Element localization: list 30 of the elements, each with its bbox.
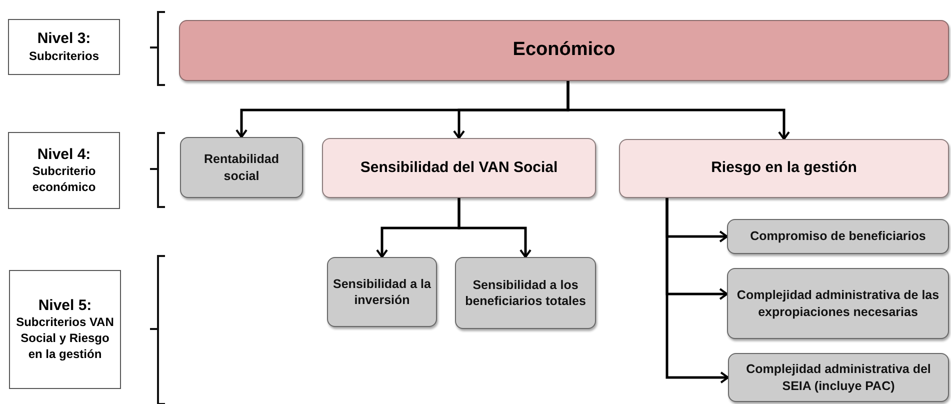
level-description: Subcriterio económico (31, 164, 97, 196)
arrow (458, 198, 532, 258)
criterion-label: Sensibilidad a los beneficiarios totales (464, 276, 587, 310)
level-description: Subcriterios (28, 48, 100, 64)
criterion-box (327, 257, 437, 327)
criterion-box (728, 353, 949, 402)
criterion-label: Sensibilidad del VAN Social (360, 158, 558, 178)
criterion-box (180, 137, 303, 198)
arrow (666, 198, 729, 384)
criterion-label: Económico (512, 38, 616, 62)
criterion-box (322, 138, 596, 198)
criterion-label: Sensibilidad a la inversión (332, 276, 432, 308)
level-description: Subcriterios VAN Social y Riesgo en la gestión (15, 315, 115, 362)
level-heading: Nivel 3: (37, 30, 91, 49)
criterion-box (727, 219, 949, 254)
arrow (566, 81, 790, 140)
criterion-box (619, 139, 949, 198)
criterion-label: Rentabilidad social (202, 151, 280, 184)
criterion-label: Complejidad administrativa de las expropiaciones necesarias (736, 287, 940, 320)
criterion-box (179, 20, 949, 81)
criterion-box (727, 268, 949, 339)
level-heading: Nivel 4: (37, 146, 91, 164)
level-box (9, 270, 121, 389)
level-box (8, 19, 120, 75)
criterion-label: Complejidad administrativa del SEIA (incluye PAC) (745, 361, 932, 394)
level-heading: Nivel 5: (38, 296, 92, 316)
criterion-box (455, 257, 596, 329)
criterion-label: Riesgo en la gestión (711, 158, 857, 178)
criterion-label: Compromiso de beneficiarios (750, 228, 926, 245)
level-box (8, 132, 120, 209)
